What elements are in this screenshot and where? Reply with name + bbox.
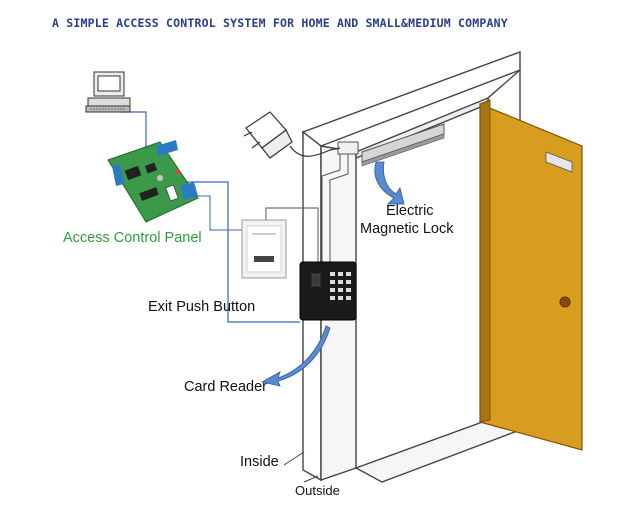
power-plug-icon [243, 111, 341, 159]
strike-plate [545, 151, 573, 173]
magnetic-lock-device [337, 123, 445, 167]
label-electric-lock-line1: Electric [386, 203, 434, 219]
reader-pointer-arrow [260, 325, 331, 387]
exit-button-device [241, 219, 287, 279]
junction-box [337, 141, 359, 155]
outside-leader-line [303, 475, 319, 483]
label-card-reader: Card Reader [184, 379, 267, 395]
inside-leader-line [283, 451, 305, 466]
door [479, 99, 583, 451]
label-inside: Inside [240, 454, 279, 470]
label-exit-push-button: Exit Push Button [148, 299, 255, 315]
label-access-control-panel: Access Control Panel [63, 230, 202, 246]
door-knob [559, 296, 571, 308]
label-electric-lock-line2: Magnetic Lock [360, 221, 454, 237]
lock-pointer-arrow [374, 161, 405, 205]
keypad-card-reader-device [299, 261, 357, 321]
desktop-computer-icon [85, 71, 131, 113]
label-outside: Outside [295, 483, 340, 498]
diagram-title: A SIMPLE ACCESS CONTROL SYSTEM FOR HOME … [52, 16, 508, 30]
access-control-pcb [107, 140, 199, 223]
